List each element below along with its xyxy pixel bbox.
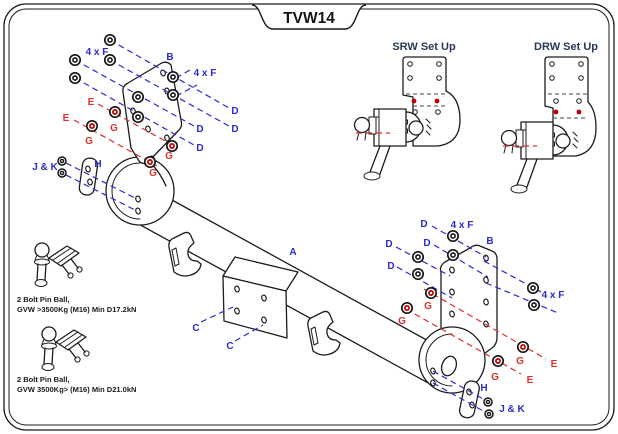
washer-marked-icon [108,105,122,119]
callout-e: E [63,113,70,124]
washer-icon [526,281,540,295]
right-vka-disc [418,326,486,394]
washer-small-icon [484,409,494,419]
callout-e: E [551,359,558,370]
washer-marked-icon [491,354,505,368]
drw-setup-title: DRW Set Up [534,41,598,53]
ball-note-1-line2: GVW >3500Kg (M16) Min D17.2kN [17,305,136,314]
callout-g: G [424,301,432,312]
callout-g: G [491,372,499,383]
page-border [3,3,615,431]
washer-icon [166,88,180,102]
callout-jk: J & K [499,404,525,415]
drw-towball [500,129,518,147]
flag-tab-1 [168,231,202,277]
callout-d: D [231,124,238,135]
callout-d: D [423,238,430,249]
centre-bracket [222,256,299,339]
washer-icon [131,110,145,124]
ball-pin-icon [40,326,90,372]
ball-note-2-line2: GVW 3500Kg> (M16) Min D21.0kN [17,385,136,394]
callout-d: D [385,239,392,250]
washer-small-icon [57,168,67,178]
callout-d: D [387,261,394,272]
washer-marked-icon [516,340,530,354]
washer-icon [446,229,460,243]
callout-g: G [85,136,93,147]
callout-jk: J & K [32,162,58,173]
callout-h: H [480,383,487,394]
callout-c: C [192,323,199,334]
right-h-pad [458,380,480,419]
callout-b: B [486,236,493,247]
ball-pin-icon [33,242,83,288]
flag-tab-2 [307,310,341,356]
callout-f: 4 x F [451,220,474,231]
callout-g: G [110,123,118,134]
callout-c: C [226,341,233,352]
washer-icon [103,33,117,47]
drw-setup-diagram: DRW Set Up [500,41,598,194]
callout-a: A [289,247,296,258]
callout-f: 4 x F [194,68,217,79]
washer-icon [166,70,180,84]
callouts: 4 x F B 4 x F D D D D E E G G G G J & K … [32,47,564,415]
washer-small-icon [57,156,67,166]
srw-towball [353,116,371,134]
washer-icon [446,248,460,262]
srw-bolt-marker [411,98,417,104]
washer-marked-icon [143,155,157,169]
ball-note-1-line1: 2 Bolt Pin Ball, [17,295,70,304]
washer-icon [68,53,82,67]
srw-bolt-marker [434,98,440,104]
callout-f: 4 x F [86,47,109,58]
washer-marked-icon [85,119,99,133]
callout-f: 4 x F [542,290,565,301]
callout-e: E [88,97,95,108]
callout-d: D [231,106,238,117]
washer-icon [68,71,82,85]
main-beam [123,188,464,391]
left-vka-disc [105,156,175,226]
page-title: TVW14 [283,10,335,27]
washer-icon [131,90,145,104]
callout-e: E [527,375,534,386]
callout-d: D [196,143,203,154]
washer-icon [411,250,425,264]
washer-icon [411,267,425,281]
ball-note-1: 2 Bolt Pin Ball, GVW >3500Kg (M16) Min D… [17,242,136,314]
callout-g: G [165,151,173,162]
callout-d: D [196,124,203,135]
leader-lines-blue [65,39,559,413]
left-bracket-plate [122,61,183,187]
washer-marked-icon [424,286,438,300]
srw-setup-title: SRW Set Up [392,41,456,53]
washer-marked-icon [400,301,414,315]
callout-d: D [420,219,427,230]
washer-icon [527,298,541,312]
callout-h: H [94,159,101,170]
drw-bolt-marker [553,109,559,115]
title-tab [251,4,367,30]
srw-setup-diagram: SRW Set Up [353,41,461,181]
washer-small-icon [483,397,493,407]
callout-g: G [149,168,157,179]
callout-b: B [166,52,173,63]
washer-marked-icon [165,139,179,153]
ball-note-2-line1: 2 Bolt Pin Ball, [17,375,70,384]
callout-g: G [516,356,524,367]
drw-bolt-marker [576,109,582,115]
callout-g: G [398,316,406,327]
ball-note-2: 2 Bolt Pin Ball, GVW 3500Kg> (M16) Min D… [17,326,136,394]
